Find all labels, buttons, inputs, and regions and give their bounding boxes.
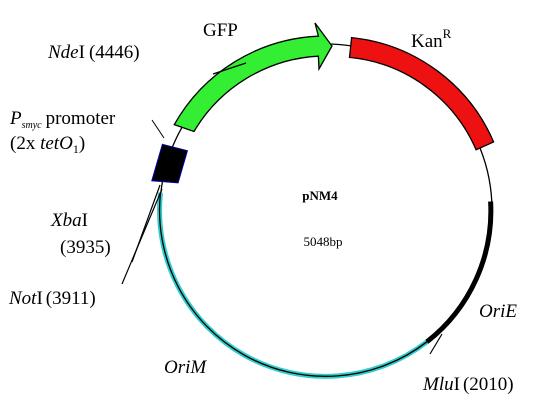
promoter-word: promoter — [46, 108, 116, 129]
kanr-label-text: Kan — [411, 31, 443, 52]
promoter-tet: tet — [40, 133, 60, 154]
ndei-position: (4446) — [89, 42, 140, 63]
xbai-roman: I — [82, 210, 88, 231]
xbai-site-label: XbaI — [50, 210, 88, 231]
noti-site-label: NotI(3911) — [8, 288, 96, 309]
orim-label: OriM — [164, 357, 207, 378]
promoter-close: ) — [79, 133, 85, 154]
mlui-site-label: MluI(2010) — [422, 374, 514, 395]
plasmid-size: 5048bp — [304, 234, 343, 249]
promoter-feature-block — [151, 143, 189, 184]
ndei-italic: Nde — [47, 42, 79, 63]
orim-feature-arc — [157, 192, 429, 379]
orim-inner-line — [158, 192, 428, 377]
noti-leader-line — [121, 188, 163, 285]
mlui-leader-line — [429, 333, 443, 355]
mlui-roman: I — [454, 374, 460, 395]
kanr-label-superscript: R — [443, 26, 452, 41]
promoter-line2-open: (2x — [10, 133, 40, 154]
noti-position: (3911) — [46, 288, 96, 309]
promoter-subscript: smyc — [22, 120, 43, 131]
ndei-site-label: NdeI(4446) — [47, 42, 140, 63]
orie-feature-arc — [425, 201, 494, 344]
xbai-position-label: (3935) — [60, 237, 111, 258]
mlui-italic: Mlu — [422, 374, 454, 395]
kanr-label: KanR — [411, 26, 452, 52]
promoter-p: P — [9, 108, 22, 129]
noti-roman: I — [36, 288, 42, 309]
promoter-label-line2: (2x tetO1) — [10, 133, 85, 156]
xbai-italic: Xba — [50, 210, 82, 231]
promoter-o-subscript: 1 — [73, 142, 79, 156]
ndei-roman: I — [79, 42, 85, 63]
gfp-feature-arrow — [173, 22, 333, 133]
plasmid-name: pNM4 — [302, 188, 338, 203]
noti-italic: Not — [8, 288, 37, 309]
promoter-o: O — [59, 133, 73, 154]
promoter-leader-line — [151, 119, 165, 139]
mlui-position: (2010) — [463, 374, 514, 395]
ndei-leader-line — [212, 62, 247, 75]
gfp-label: GFP — [203, 20, 238, 41]
orie-label: OriE — [479, 301, 517, 322]
kanr-feature-block — [348, 36, 495, 151]
